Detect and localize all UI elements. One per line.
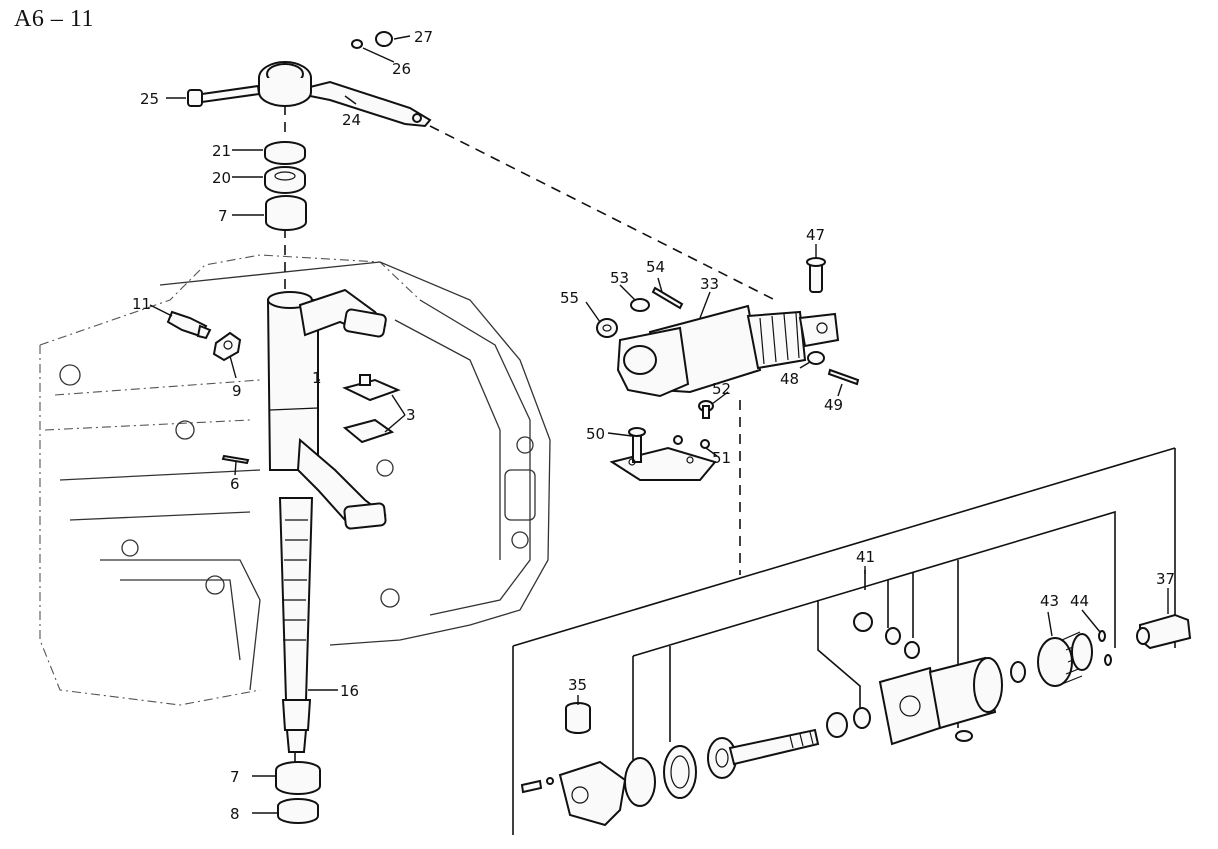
part-35-bush [565,702,591,734]
part-20-bearing [264,166,306,194]
callout-51: 51 [712,449,731,467]
callout-49: 49 [824,396,843,414]
part-24-lever [258,61,432,128]
callout-labels: 27 26 25 24 21 20 7 11 9 1 3 6 16 7 8 47… [132,28,1175,823]
gearbox-housing [39,254,551,706]
part-6-pin [221,454,250,465]
part-7-lower-bush [275,761,321,795]
part-47-pin [806,257,826,293]
callout-33: 33 [700,275,719,293]
callout-44: 44 [1070,592,1089,610]
part-49-split-pin [827,368,860,386]
callout-16: 16 [340,682,359,700]
callout-8: 8 [230,805,240,823]
callout-20: 20 [212,169,231,187]
part-9-bracket [212,331,242,362]
callout-54: 54 [646,258,665,276]
part-54-split-pin [651,286,684,310]
repair-kit-frame [512,447,1176,835]
callout-50: 50 [586,425,605,443]
callout-9: 9 [232,382,242,400]
part-52-bolt [698,400,714,419]
callout-24: 24 [342,111,361,129]
callout-37: 37 [1156,570,1175,588]
callout-11: 11 [132,295,151,313]
part-51-bolts [673,435,710,449]
page-code: A6 – 11 [14,6,94,32]
callout-53: 53 [610,269,629,287]
leader-lines [149,35,1169,814]
callout-48: 48 [780,370,799,388]
callout-43: 43 [1040,592,1059,610]
kit-end-cap [520,760,627,827]
part-55-seal [596,318,618,338]
callout-41: 41 [856,548,875,566]
part-21-bushing [264,141,306,165]
part-44-ring-b [1104,654,1112,666]
part-1-release-fork [266,288,387,530]
part-11-sensor [166,310,212,340]
part-50-bracket [609,427,717,481]
kit-piston [624,707,871,807]
callout-1: 1 [312,369,322,387]
part-16-shaft [278,497,314,753]
callout-47: 47 [806,226,825,244]
kit-fittings [853,612,920,659]
part-43-boot [1037,631,1093,687]
part-26-washer [351,39,363,49]
callout-25: 25 [140,90,159,108]
part-44-ring-a [1098,630,1106,642]
callout-21: 21 [212,142,231,160]
callout-26: 26 [392,60,411,78]
part-27-nut [375,31,393,47]
kit-cylinder-body [878,656,1026,746]
part-37-clevis [1136,613,1192,650]
callout-6: 6 [230,475,240,493]
part-48-washer [807,351,825,365]
callout-55: 55 [560,289,579,307]
part-25-bolt [187,84,261,107]
part-53-washer [630,298,650,312]
callout-7-lower: 7 [230,768,240,786]
callout-27: 27 [414,28,433,46]
callout-52: 52 [712,380,731,398]
callout-35: 35 [568,676,587,694]
part-3-pads [342,374,401,444]
part-7-upper-bush [265,195,307,231]
part-8-ring [277,798,319,824]
part-33-slave-cylinder [616,304,840,398]
callout-7-upper: 7 [218,207,228,225]
callout-3: 3 [406,406,416,424]
